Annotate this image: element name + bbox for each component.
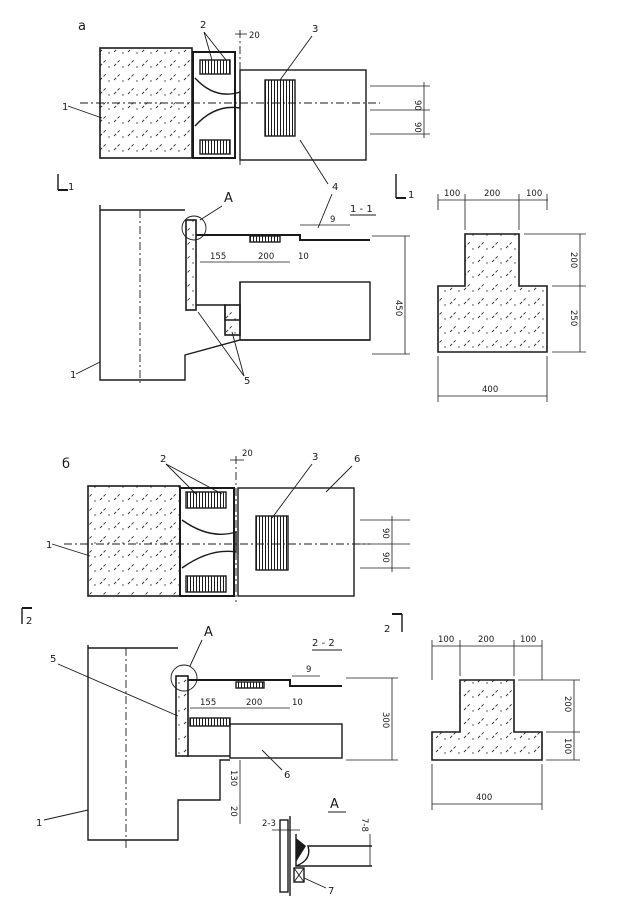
detail-title: A bbox=[330, 797, 339, 812]
cut-marks-2: 2 2 bbox=[21, 607, 403, 635]
callout-6-elev-b: 6 bbox=[284, 770, 290, 781]
detail-ref-b: A bbox=[204, 625, 213, 640]
dim-h-top-a: 200 bbox=[568, 252, 578, 268]
girder-4-plan bbox=[239, 69, 367, 161]
dim-90b-b: 90 bbox=[380, 552, 390, 563]
detail-a: A 2-3 7-8 7 bbox=[262, 797, 372, 897]
elevation-view-b: 2 - 2 A 155 200 10 9 300 130 20 5 6 1 bbox=[36, 625, 398, 848]
detail-circle-a bbox=[181, 215, 207, 241]
dim-200-a: 200 bbox=[258, 252, 274, 262]
dim-h-bottom-a: 250 bbox=[568, 310, 578, 326]
plan-view-a: а 20 90 90 1 2 3 4 bbox=[62, 19, 430, 229]
dim-top-right-a: 100 bbox=[526, 189, 542, 199]
insert-3-plan-b bbox=[255, 515, 289, 571]
dim-200-b: 200 bbox=[246, 698, 262, 708]
detail-element-7 bbox=[293, 867, 305, 883]
detail-ref-a: A bbox=[224, 191, 233, 206]
plan-view-b: б 20 90 90 1 2 3 6 bbox=[46, 449, 410, 602]
callout-3-plan-a: 3 bbox=[312, 24, 318, 35]
callout-1-elev-b: 1 bbox=[36, 818, 42, 829]
cut-label-2-2: 2 - 2 bbox=[312, 638, 335, 649]
cross-section-b: 100 200 100 200 100 400 bbox=[431, 635, 580, 810]
dim-155-a: 155 bbox=[210, 252, 226, 262]
callout-1-plan-a: 1 bbox=[62, 102, 68, 113]
girder-6-plan-b bbox=[237, 487, 355, 597]
dim-top-left-a: 100 bbox=[444, 189, 460, 199]
dim-gap-a: 20 bbox=[249, 31, 260, 41]
welded-plate-2-top-b bbox=[185, 491, 227, 509]
cut-mark-1-left: 1 bbox=[68, 182, 74, 193]
welded-plate-2-bottom-b bbox=[185, 575, 227, 593]
dim-h-bottom-b: 100 bbox=[562, 738, 572, 754]
dim-300-b: 300 bbox=[380, 712, 390, 728]
detail-plate bbox=[279, 819, 289, 893]
cut-marks-1: 1 1 bbox=[57, 174, 414, 201]
detail-circle-b bbox=[170, 664, 198, 692]
cut-mark-2-left: 2 bbox=[26, 616, 32, 627]
console-plate-plan-b bbox=[179, 487, 235, 597]
console-plate-plan bbox=[192, 51, 236, 159]
t-section-b bbox=[431, 679, 543, 761]
weld-seam bbox=[296, 838, 306, 862]
dim-130-b: 130 bbox=[228, 770, 238, 786]
insert-3-plan bbox=[264, 79, 296, 137]
column-1-plan-b bbox=[87, 485, 181, 597]
cross-section-a: 100 200 100 200 250 400 bbox=[437, 189, 586, 402]
cut-mark-2-right: 2 bbox=[384, 624, 390, 635]
dim-10-b: 10 bbox=[292, 698, 303, 708]
beam-web-b bbox=[229, 723, 343, 759]
welded-plate-2-top bbox=[199, 59, 231, 75]
embed-plate-a bbox=[185, 219, 197, 311]
t-section-a bbox=[437, 233, 548, 353]
beam-web-a bbox=[239, 281, 371, 341]
bracket-contour bbox=[194, 77, 241, 127]
callout-1-elev-a: 1 bbox=[70, 370, 76, 381]
callout-2-plan-b: 2 bbox=[160, 454, 166, 465]
dim-gap-b: 20 bbox=[242, 449, 253, 459]
dim-top-mid-b: 200 bbox=[478, 635, 494, 645]
callout-7: 7 bbox=[328, 886, 334, 897]
callout-1-plan-b: 1 bbox=[46, 540, 52, 551]
callout-4-a: 4 bbox=[332, 182, 338, 193]
dim-top-right-b: 100 bbox=[520, 635, 536, 645]
welded-plate-2-bottom bbox=[199, 139, 231, 155]
column-outline-b bbox=[87, 645, 230, 841]
detail-dim-right: 7-8 bbox=[359, 818, 369, 832]
beam-top-flange-a bbox=[196, 234, 370, 241]
callout-3-plan-b: 3 bbox=[312, 452, 318, 463]
dim-9-a: 9 bbox=[330, 215, 335, 225]
dim-90a-a: 90 bbox=[412, 100, 422, 111]
dim-10-a: 10 bbox=[298, 252, 309, 262]
dim-h-top-b: 200 bbox=[562, 696, 572, 712]
callout-2-plan-a: 2 bbox=[200, 20, 206, 31]
callout-5-b: 5 bbox=[50, 654, 56, 665]
dim-20-b: 20 bbox=[228, 806, 238, 817]
dim-155-b: 155 bbox=[200, 698, 216, 708]
dim-9-b: 9 bbox=[306, 665, 311, 675]
embed-plate-b bbox=[175, 675, 189, 757]
dim-450-a: 450 bbox=[393, 300, 403, 316]
section-letter-a: а bbox=[78, 19, 86, 34]
callout-6-plan-b: 6 bbox=[354, 454, 360, 465]
elevation-view-a: 1 - 1 A 155 200 10 9 450 1 5 bbox=[70, 191, 410, 387]
section-letter-b: б bbox=[62, 457, 70, 472]
callout-5-a: 5 bbox=[244, 376, 250, 387]
plate-top-a bbox=[249, 235, 281, 243]
column-outline-a bbox=[99, 205, 370, 381]
detail-dim-left: 2-3 bbox=[262, 819, 276, 829]
dim-base-a: 400 bbox=[482, 385, 498, 395]
dim-90a-b: 90 bbox=[380, 528, 390, 539]
dim-90b-a: 90 bbox=[412, 122, 422, 133]
dim-top-mid-a: 200 bbox=[484, 189, 500, 199]
cut-mark-1-right: 1 bbox=[408, 190, 414, 201]
dim-top-left-b: 100 bbox=[438, 635, 454, 645]
dim-base-b: 400 bbox=[476, 793, 492, 803]
cut-label-1-1: 1 - 1 bbox=[350, 204, 373, 215]
